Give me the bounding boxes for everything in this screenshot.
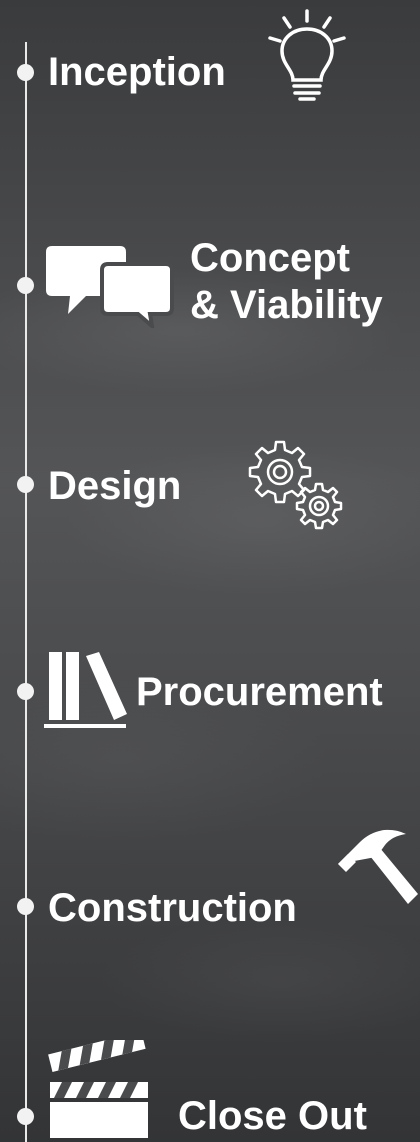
books-icon [44,650,134,730]
timeline-dot-inception [17,64,34,81]
timeline-dot-close-out [17,1108,34,1125]
timeline-dot-design [17,476,34,493]
stage-label-concept-line2: & Viability [190,283,383,327]
clapperboard-icon [46,1040,156,1140]
speech-bubbles-icon [46,240,176,328]
hammer-icon [330,826,420,911]
timeline-dot-concept [17,277,34,294]
stage-label-construction: Construction [48,886,297,930]
stage-label-procurement: Procurement [136,670,383,714]
timeline-dot-construction [17,898,34,915]
stage-label-design: Design [48,464,182,508]
gears-icon [240,438,350,538]
stage-label-inception: Inception [48,50,226,94]
stage-label-concept-line1: Concept [190,236,350,280]
timeline-dot-procurement [17,683,34,700]
timeline-line [25,42,27,1142]
stage-label-close-out: Close Out [178,1094,367,1138]
lightbulb-icon [262,8,352,108]
